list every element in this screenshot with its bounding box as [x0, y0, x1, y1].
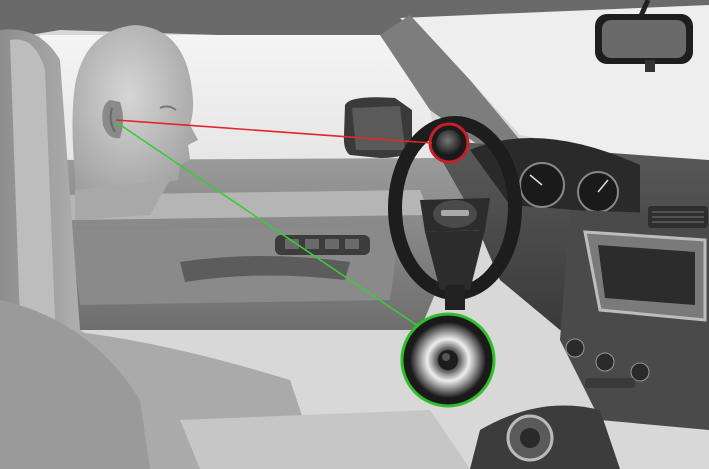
woofer-dustcap-highlight — [442, 353, 450, 361]
steering-column — [445, 285, 465, 310]
infotainment-screen — [598, 245, 695, 305]
climate-button-row — [585, 378, 635, 388]
tweeter-dome — [436, 130, 462, 156]
climate-knob-mid — [596, 353, 614, 371]
climate-knob-left — [566, 339, 584, 357]
climate-knob-right — [631, 363, 649, 381]
woofer-speaker — [402, 314, 494, 406]
tweeter-speaker — [430, 124, 468, 162]
rearview-mirror-mount — [645, 60, 655, 72]
gear-selector-center — [520, 428, 540, 448]
steering-wheel-badge — [441, 210, 469, 216]
window-switch-3 — [325, 239, 339, 249]
side-mirror-glass — [352, 106, 405, 150]
window-switch-2 — [305, 239, 319, 249]
rearview-mirror-glass — [602, 20, 686, 58]
window-switch-4 — [345, 239, 359, 249]
armrest — [180, 410, 470, 469]
